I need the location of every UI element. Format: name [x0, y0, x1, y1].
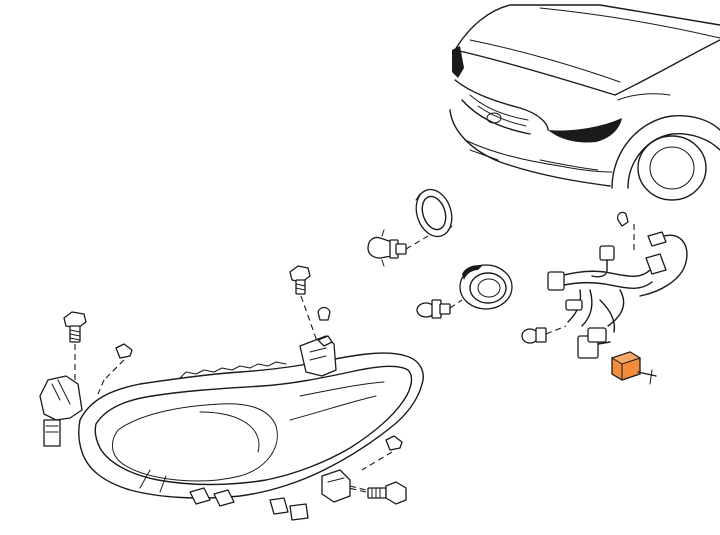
mounting-bolt-bottom [339, 481, 407, 505]
mounting-bolt-top-left [63, 311, 87, 380]
dust-cover-cap [459, 264, 513, 310]
headlamp-bulb [367, 229, 429, 267]
wiring-harness [547, 211, 688, 359]
headlamp-assembly [39, 335, 424, 521]
vehicle-front [449, 4, 720, 201]
low-beam-bulb [416, 299, 463, 319]
mounting-bolt-top [289, 265, 331, 345]
connector-module [610, 351, 657, 385]
dust-cover-ring [415, 188, 453, 238]
side-marker-bulb [521, 325, 567, 344]
